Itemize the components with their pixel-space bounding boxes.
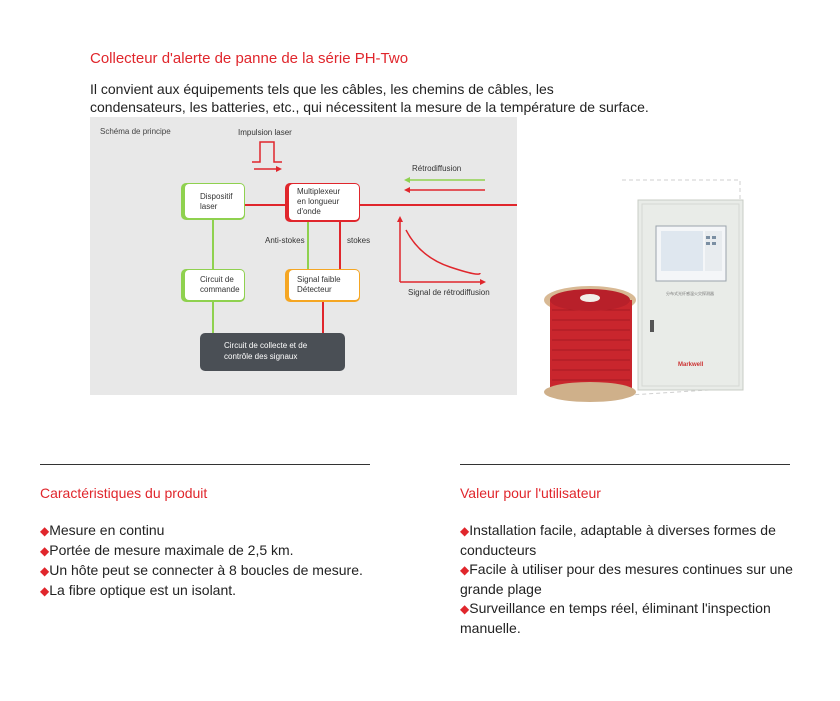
mux-label-3: d'onde [297,207,321,216]
cabinet-text: 分布式光纤感温火灾探测器 [666,290,714,296]
laser-label-2: laser [200,202,218,211]
cabinet-handle [650,320,654,332]
mux-label-1: Multiplexeur [297,187,340,196]
signal-label: Signal de rétrodiffusion [408,288,490,297]
signal-curve [405,229,481,275]
list-item: ◆Installation facile, adaptable à divers… [460,522,776,558]
multiplexer-box [289,184,359,220]
control-label-2: commande [200,285,240,294]
value-title: Valeur pour l'utilisateur [460,485,601,501]
principle-diagram: Schéma de principe Impulsion laser Anti-… [90,117,517,395]
list-item: ◆Facile à utiliser pour des mesures cont… [460,561,793,597]
diamond-icon: ◆ [40,584,50,598]
diamond-icon: ◆ [460,524,470,538]
collect-label-2: contrôle des signaux [224,352,297,361]
diamond-icon: ◆ [460,563,470,577]
list-item: ◆Portée de mesure maximale de 2,5 km. [40,542,294,558]
control-label-1: Circuit de [200,275,234,284]
list-item: ◆Surveillance en temps réel, éliminant l… [460,600,771,636]
diagram-caption: Schéma de principe [100,127,171,136]
intro-text: Il convient aux équipements tels que les… [90,81,649,115]
backscatter-label: Rétrodiffusion [412,164,461,173]
mux-label-2: en longueur [297,197,340,206]
collect-label-1: Circuit de collecte et de [224,341,308,350]
detector-box [289,270,359,300]
divider-left [40,464,370,465]
brand-label: Markwell [678,362,704,368]
list-item: ◆Un hôte peut se connecter à 8 boucles d… [40,562,363,578]
diamond-icon: ◆ [40,544,50,558]
control-box [185,270,244,300]
features-list: ◆Mesure en continu ◆Portée de mesure max… [40,521,420,601]
list-item: ◆La fibre optique est un isolant. [40,582,237,598]
pulse-shape [252,141,282,163]
divider-right [460,464,790,465]
cable-reel [550,300,632,390]
list-item: ◆Mesure en continu [40,522,165,538]
laser-box [185,184,244,218]
laser-label-1: Dispositif [200,192,233,201]
detector-label-2: Détecteur [297,285,332,294]
page-title: Collecteur d'alerte de panne de la série… [90,50,409,67]
pulse-label: Impulsion laser [238,128,292,137]
value-list: ◆Installation facile, adaptable à divers… [460,521,800,638]
product-image: 分布式光纤感温火灾探测器 Markwell [530,170,770,410]
stokes-label: stokes [347,236,370,245]
collect-box [200,333,345,371]
anti-stokes-label: Anti-stokes [265,236,305,245]
diamond-icon: ◆ [40,524,50,538]
diamond-icon: ◆ [40,564,50,578]
features-title: Caractéristiques du produit [40,485,208,501]
detector-label-1: Signal faible [297,275,341,284]
diamond-icon: ◆ [460,602,470,616]
pulse-arrow-head [276,166,282,172]
